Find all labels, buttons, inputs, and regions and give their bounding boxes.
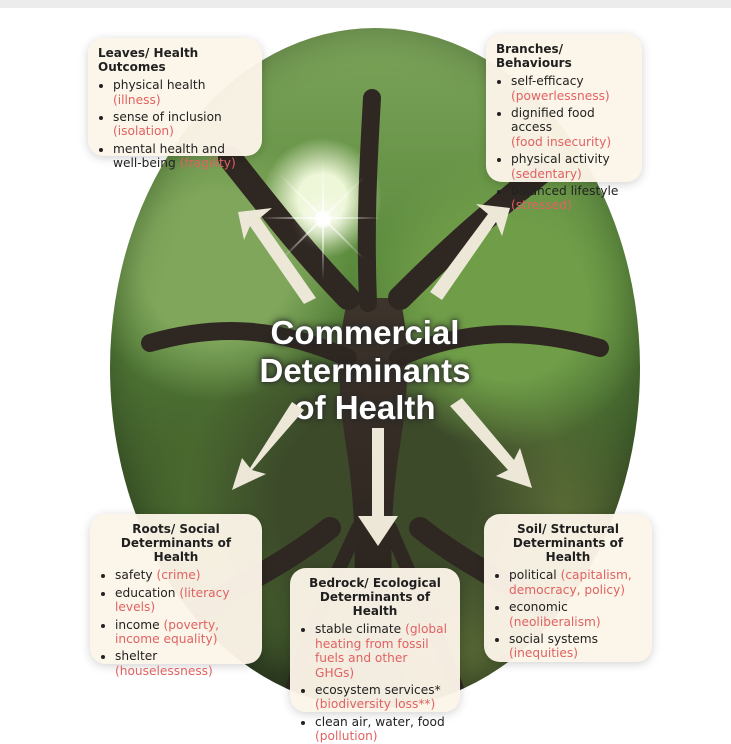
list-item: income (poverty, income equality) — [115, 618, 252, 647]
bedrock-item-negative: (pollution) — [315, 729, 378, 744]
bedrock-title: Bedrock/ Ecological Determinants of Heal… — [300, 576, 450, 618]
roots-item-text: safety — [115, 568, 153, 583]
list-item: sense of inclusion (isolation) — [113, 110, 252, 139]
branches-item-text: self-efficacy — [511, 74, 584, 89]
soil-title-line-1: Soil/ Structural — [516, 522, 620, 536]
branches-title: Branches/ Behaviours — [496, 42, 572, 71]
list-item: physical health (illness) — [113, 78, 252, 107]
roots-item-negative: (houselessness) — [115, 663, 213, 678]
leaves-item-text: mental health and well-being — [113, 141, 225, 171]
center-title-line-1: Commercial Determinants — [259, 314, 471, 389]
branches-box: Branches/ Behaviours self-efficacy (powe… — [486, 34, 642, 212]
roots-title-line-1: Roots/ Social — [132, 522, 220, 536]
soil-item-negative: (neoliberalism) — [509, 614, 601, 629]
bedrock-item-text: clean air, water, food — [315, 714, 445, 729]
branches-item-text: balanced lifestyle — [511, 184, 619, 199]
branches-list: self-efficacy (powerlessness) dignified … — [496, 74, 632, 213]
list-item: mental health and well-being (fragility) — [113, 142, 252, 171]
roots-title-line-2: Determinants of Health — [120, 536, 232, 565]
list-item: dignified food access (food insecurity) — [511, 106, 632, 149]
roots-item-negative: (literacy levels) — [115, 585, 230, 615]
roots-box: Roots/ Social Determinants of Health saf… — [90, 514, 262, 678]
list-item: shelter (houselessness) — [115, 649, 252, 678]
roots-list: safety (crime) education (literacy level… — [100, 568, 252, 678]
list-item: education (literacy levels) — [115, 586, 252, 615]
branches-item-negative: (food insecurity) — [511, 134, 612, 149]
leaves-item-negative: (illness) — [113, 92, 161, 107]
list-item: ecosystem services* (biodiversity loss**… — [315, 683, 450, 712]
diagram-canvas: Commercial Determinants of Health Leaves… — [0, 8, 731, 743]
leaves-box: Leaves/ Health Outcomes physical health … — [88, 38, 262, 170]
bedrock-item-negative: (global heating from fossil fuels and ot… — [315, 622, 447, 680]
branches-item-negative: (powerlessness) — [511, 88, 610, 103]
bedrock-item-text: ecosystem services* — [315, 683, 441, 698]
leaves-item-text: physical health — [113, 78, 206, 93]
leaves-item-negative: (fragility) — [179, 156, 236, 171]
arrow-to-soil — [450, 398, 532, 488]
branches-item-text: physical activity — [511, 152, 610, 167]
branches-item-text: dignified food access — [511, 106, 595, 135]
branches-item-negative: (sedentary) — [511, 166, 582, 181]
leaves-item-text: sense of inclusion — [113, 110, 222, 125]
list-item: political (capitalism, democracy, policy… — [509, 568, 642, 597]
center-title: Commercial Determinants of Health — [170, 314, 560, 427]
arrow-to-branches — [430, 204, 510, 300]
list-item: self-efficacy (powerlessness) — [511, 74, 632, 103]
bedrock-title-line-1: Bedrock/ Ecological — [309, 576, 441, 590]
roots-item-text: shelter — [115, 649, 158, 664]
bedrock-item-negative: (biodiversity loss**) — [315, 697, 436, 712]
roots-item-text: education — [115, 585, 176, 600]
soil-item-negative: (capitalism, democracy, policy) — [509, 568, 632, 597]
roots-item-negative: (poverty, income equality) — [115, 617, 220, 647]
list-item: balanced lifestyle (stressed) — [511, 184, 632, 213]
leaves-list: physical health (illness) sense of inclu… — [98, 78, 252, 170]
leaves-title: Leaves/ Health Outcomes — [98, 46, 199, 75]
soil-item-text: social systems — [509, 632, 599, 647]
list-item: physical activity (sedentary) — [511, 152, 632, 181]
list-item: economic (neoliberalism) — [509, 600, 642, 629]
arrow-to-leaves — [238, 208, 316, 304]
list-item: safety (crime) — [115, 568, 252, 582]
leaves-item-negative: (isolation) — [113, 124, 174, 139]
soil-title-line-2: Determinants of Health — [512, 536, 624, 565]
roots-item-negative: (crime) — [156, 568, 201, 583]
list-item: stable climate (global heating from foss… — [315, 622, 450, 680]
center-title-line-2: of Health — [294, 389, 436, 427]
bedrock-item-text: stable climate — [315, 622, 402, 637]
soil-box: Soil/ Structural Determinants of Health … — [484, 514, 652, 662]
list-item: clean air, water, food (pollution) — [315, 715, 450, 744]
roots-title: Roots/ Social Determinants of Health — [100, 522, 252, 564]
arrow-to-roots — [232, 402, 304, 490]
roots-item-text: income — [115, 617, 160, 632]
bedrock-box: Bedrock/ Ecological Determinants of Heal… — [290, 568, 460, 743]
list-item: social systems (inequities) — [509, 632, 642, 661]
branches-item-negative: (stressed) — [511, 198, 572, 213]
soil-list: political (capitalism, democracy, policy… — [494, 568, 642, 660]
soil-item-text: economic — [509, 600, 568, 615]
bedrock-list: stable climate (global heating from foss… — [300, 622, 450, 743]
soil-title: Soil/ Structural Determinants of Health — [494, 522, 642, 564]
soil-item-negative: (inequities) — [509, 646, 578, 661]
arrow-to-bedrock — [358, 428, 398, 546]
soil-item-text: political — [509, 568, 557, 583]
bedrock-title-line-2: Determinants of Health — [319, 590, 431, 619]
